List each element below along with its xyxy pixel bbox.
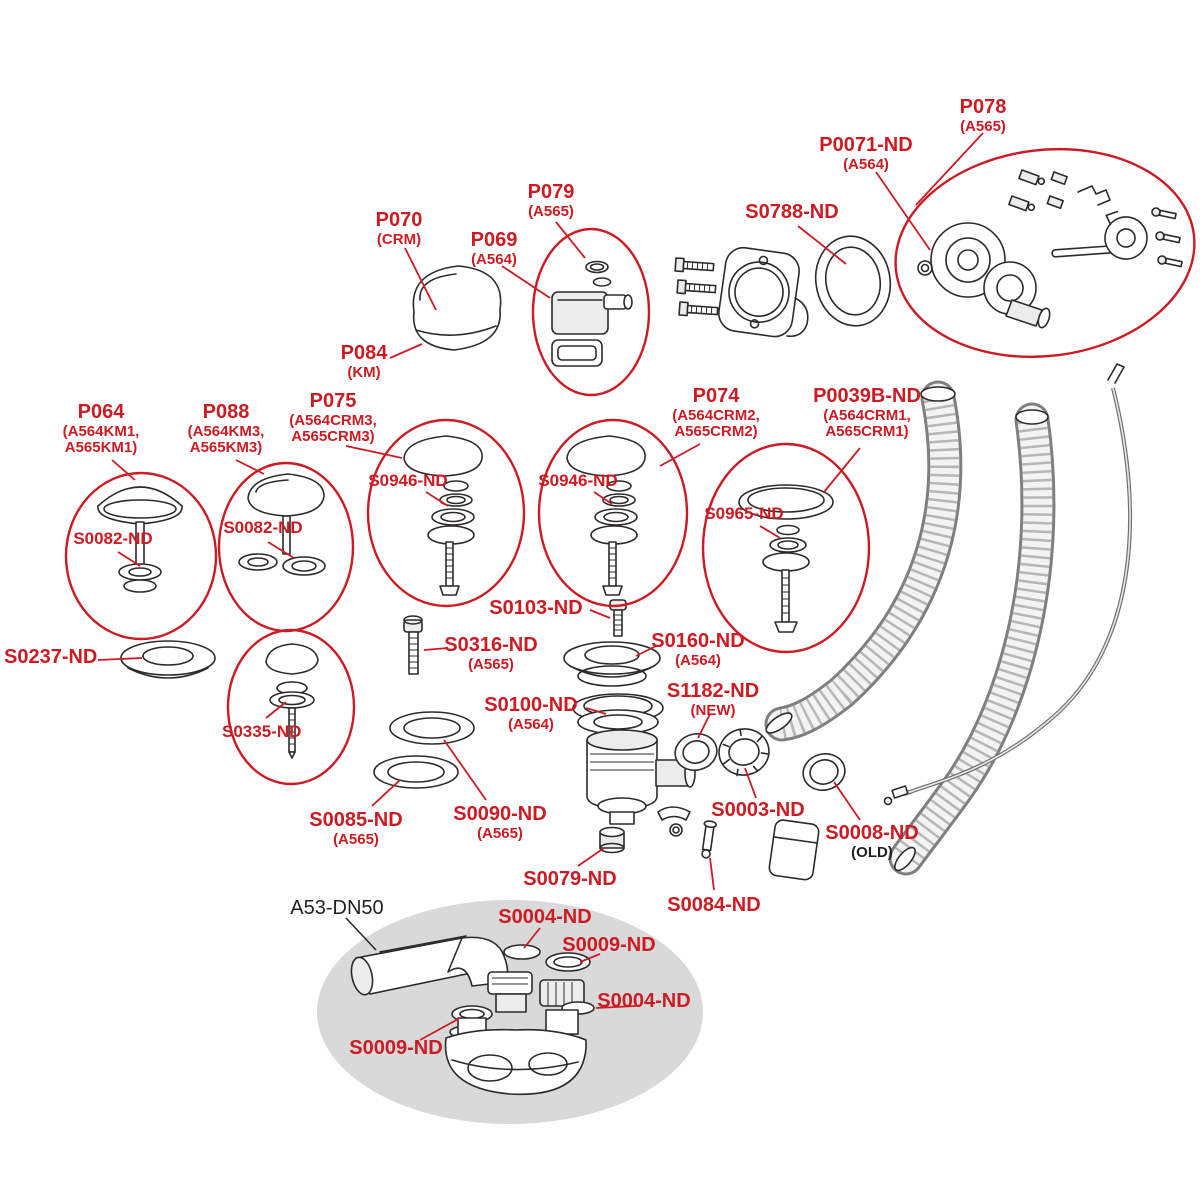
part-washer-s0085	[373, 755, 459, 789]
group-ellipse-p069-p079	[531, 227, 651, 397]
part-hose-short	[764, 380, 963, 742]
label-p084: P084(KM)	[341, 342, 389, 381]
label-p074: P074(A564CRM2,A565CRM2)	[672, 385, 760, 440]
label-s0788-nd: S0788-ND	[745, 201, 838, 223]
label-s0082-nd-2: S0082-ND	[223, 518, 302, 537]
label-s0090-nd: S0090-ND(A565)	[453, 803, 546, 842]
label-s0082-nd-1: S0082-ND	[73, 529, 152, 548]
label-a53-dn50: A53-DN50	[290, 897, 383, 919]
label-s0335-nd: S0335-ND	[222, 722, 301, 741]
part-flange-s0160	[563, 641, 661, 687]
part-plug-p088	[238, 473, 326, 576]
leader-a53-dn50	[345, 917, 377, 951]
part-seal-s0788	[814, 235, 892, 327]
part-plug-p064	[97, 486, 183, 593]
part-plug-p074	[566, 435, 646, 596]
part-body-p0071	[917, 169, 1183, 329]
label-p0039b-nd: P0039B-ND(A564CRM1,A565CRM1)	[813, 385, 921, 440]
label-s0103-nd: S0103-ND	[489, 597, 582, 619]
label-s1182-nd: S1182-ND(NEW)	[667, 680, 759, 719]
label-p075: P075(A564CRM3,A565CRM3)	[289, 390, 377, 445]
label-p078: P078(A565)	[960, 96, 1007, 135]
part-bush-s0079	[599, 826, 625, 854]
label-s0079-nd: S0079-ND	[523, 868, 616, 890]
group-ellipse-p064	[64, 471, 218, 641]
part-ring-s0008	[802, 753, 846, 791]
part-linkage-s0084	[657, 806, 820, 881]
label-p069: P069(A564)	[471, 229, 518, 268]
label-s0004-nd-2: S0004-ND	[597, 990, 690, 1012]
part-hose-long	[888, 402, 1056, 876]
leader-lines	[97, 132, 984, 1041]
label-s0085-nd: S0085-ND(A565)	[309, 809, 402, 848]
group-ellipses	[64, 147, 1196, 786]
labels-layer: P078(A565) P0071-ND(A564) S0788-ND P079(A56…	[4, 96, 1006, 1059]
label-s0237-nd: S0237-ND	[4, 646, 97, 668]
label-s0004-nd-1: S0004-ND	[498, 906, 591, 928]
part-nut-s0003	[718, 728, 770, 777]
part-screw-s0316	[403, 615, 423, 675]
label-s0316-nd: S0316-ND(A565)	[444, 634, 537, 673]
part-overflow-hook	[786, 297, 809, 338]
group-ellipse-p0039b	[701, 442, 871, 654]
label-s0946-nd-right: S0946-ND	[538, 471, 617, 490]
part-elbow-p069	[551, 260, 633, 367]
label-p0071-nd: P0071-ND(A564)	[819, 134, 912, 173]
part-cap-p070	[412, 265, 502, 351]
label-s0003-nd: S0003-ND	[711, 799, 804, 821]
label-p079: P079(A565)	[528, 181, 575, 220]
label-p070: P070(CRM)	[376, 209, 423, 248]
part-overflow-plate	[718, 246, 800, 338]
part-plug-s0335	[265, 643, 319, 759]
group-ellipse-p074	[537, 418, 689, 608]
part-flange-s0237	[120, 640, 216, 679]
group-ellipse-p078	[894, 147, 1196, 359]
label-s0009-nd-2: S0009-ND	[349, 1037, 442, 1059]
group-ellipse-s0335	[226, 628, 356, 786]
label-p064: P064(A564KM1,A565KM1)	[63, 401, 140, 456]
part-cable	[883, 363, 1133, 806]
label-s0160-nd: S0160-ND(A564)	[651, 630, 744, 669]
label-s0965-nd: S0965-ND	[704, 504, 783, 523]
part-ring-s1182	[674, 733, 718, 771]
label-s0946-nd-left: S0946-ND	[368, 471, 447, 490]
part-washer-s0090	[389, 711, 475, 745]
group-ellipse-p075	[366, 418, 526, 608]
part-trap-assembly	[350, 935, 595, 1096]
label-p088: P088(A564KM3,A565KM3)	[188, 401, 265, 456]
label-s0008-nd: S0008-ND(OLD)	[825, 822, 918, 861]
part-drain-body	[586, 729, 696, 825]
label-s0009-nd-1: S0009-ND	[562, 934, 655, 956]
label-s0084-nd: S0084-ND	[667, 894, 760, 916]
part-plug-p075	[403, 435, 483, 596]
label-s0100-nd: S0100-ND(A564)	[484, 694, 577, 733]
part-plug-p0039b	[738, 484, 834, 633]
part-overflow-screws	[674, 257, 719, 317]
part-rosette-s0100	[572, 693, 664, 735]
